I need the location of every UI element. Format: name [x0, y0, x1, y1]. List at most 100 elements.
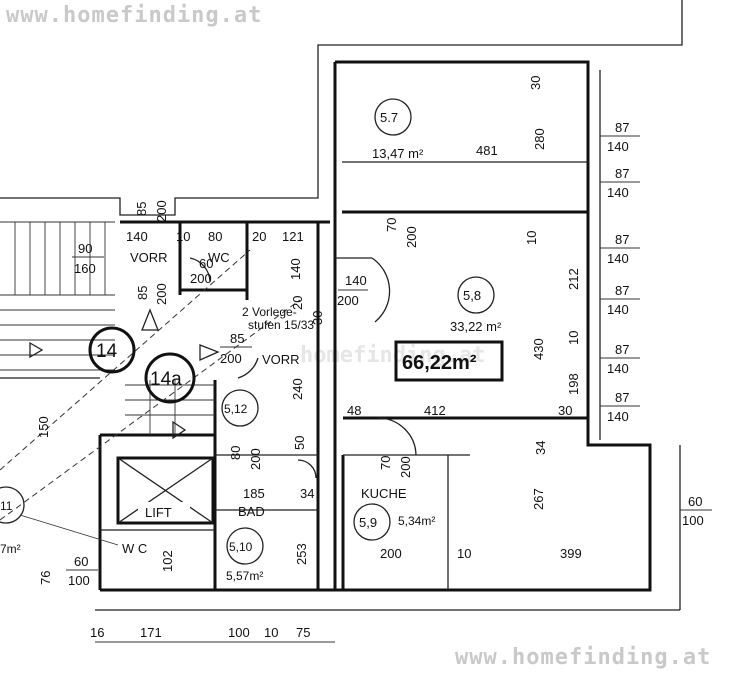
fraction-bottom: 140	[607, 251, 629, 266]
dim-121: 121	[282, 229, 304, 244]
dim-481: 481	[476, 143, 498, 158]
dim-200-top: 200	[154, 200, 169, 222]
dim-200-door: 200	[337, 293, 359, 308]
dim-75: 75	[296, 625, 310, 640]
fraction-top: 90	[78, 241, 92, 256]
room-5-12-number: 5,12	[224, 402, 248, 416]
door-swings	[189, 257, 417, 479]
dim-85-top: 85	[134, 202, 149, 216]
dim-280: 280	[532, 128, 547, 150]
fraction-top: 60	[688, 494, 702, 509]
fraction-top: 60	[74, 554, 88, 569]
dim-70-door: 70	[384, 218, 399, 232]
kitchen-name: KUCHE	[361, 486, 407, 501]
steps-note-line2: stufen 15/33	[248, 318, 314, 332]
arrow-marker-icon	[29, 341, 44, 359]
dim-200-kitchen: 200	[380, 546, 402, 561]
dim-10-vorr: 10	[176, 229, 190, 244]
dim-399: 399	[560, 546, 582, 561]
interior-walls	[0, 220, 588, 590]
dim-60-wc: 60	[199, 256, 213, 271]
triangle-marker-icon	[141, 308, 159, 331]
total-area: 66,22m²	[402, 352, 477, 374]
vorraum-name-lower: VORR	[262, 352, 300, 367]
room-14-number: 14	[96, 341, 118, 362]
dim-430: 430	[531, 338, 546, 360]
dim-30-v: 30	[310, 311, 325, 325]
dim-100: 100	[228, 625, 250, 640]
fraction-bottom: 140	[607, 185, 629, 200]
fraction-top: 87	[615, 120, 629, 135]
fraction-top: 87	[615, 232, 629, 247]
dim-10-bottom: 10	[264, 625, 278, 640]
dim-10-kitchen: 10	[457, 546, 471, 561]
fraction-bottom: 140	[607, 361, 629, 376]
dim-140-door: 140	[345, 273, 367, 288]
fraction-top: 87	[615, 166, 629, 181]
dimension-labels: 481 412 48 30 399 200 10 140 200 140 10 …	[90, 143, 582, 643]
arrow-marker-icon	[199, 344, 220, 362]
room-5-9-number: 5,9	[359, 515, 377, 530]
dim-171: 171	[140, 625, 162, 640]
dim-212: 212	[566, 268, 581, 290]
watermark-center: homefinding.at	[300, 343, 485, 368]
fraction-bottom: 100	[682, 513, 704, 528]
staircase	[0, 221, 301, 521]
room-markers: 5.7 5,8 5,9 5,10 5,12 11 14 14a	[0, 98, 495, 565]
wc-name-upper: WC	[208, 250, 230, 265]
room-11-area: 7m²	[0, 542, 21, 556]
dim-200-door-v: 200	[404, 226, 419, 248]
dim-200-kitchen-v: 200	[398, 456, 413, 478]
arrow-marker-icon	[172, 420, 187, 440]
dim-200-stair: 200	[154, 283, 169, 305]
dim-200-bath: 200	[248, 448, 263, 470]
room-5-8-area: 33,22 m²	[450, 319, 502, 334]
dim-76: 76	[38, 571, 53, 585]
total-area-box	[394, 340, 504, 382]
fraction-bottom: 140	[607, 139, 629, 154]
room-5-9-area: 5,34m²	[398, 514, 435, 528]
dim-102: 102	[160, 550, 175, 572]
dim-267: 267	[531, 488, 546, 510]
dim-48: 48	[347, 403, 361, 418]
dim-20: 20	[252, 229, 266, 244]
dim-70-kitchen: 70	[378, 456, 393, 470]
fraction-bottom: 140	[607, 409, 629, 424]
fraction-top: 87	[615, 283, 629, 298]
fraction-bottom: 140	[607, 302, 629, 317]
room-14a-number: 14a	[150, 369, 182, 390]
dim-200-vorr: 200	[220, 351, 242, 366]
dim-16: 16	[90, 625, 104, 640]
dim-85-vorr: 85	[230, 331, 244, 346]
watermark-bottom: www.homefinding.at	[455, 645, 711, 670]
dim-140-vorr: 140	[126, 229, 148, 244]
dim-240: 240	[290, 378, 305, 400]
vorraum-name-upper: VORR	[130, 250, 168, 265]
dim-80-bath: 80	[228, 446, 243, 460]
dim-85-stair: 85	[135, 286, 150, 300]
room-11-number: 11	[0, 499, 13, 513]
bath-name: BAD	[238, 504, 265, 519]
dim-10-window: 10	[566, 331, 581, 345]
watermark-top: www.homefinding.at	[6, 3, 262, 28]
dim-198: 198	[566, 373, 581, 395]
dim-30-lower: 30	[558, 403, 572, 418]
fraction-top: 87	[615, 342, 629, 357]
window-dimensions: 87 140 87 140 87 140 87 140 87 140 87 14…	[66, 120, 712, 588]
steps-note-line1: 2 Vorlege-	[242, 305, 297, 319]
outer-walls	[0, 0, 683, 611]
room-5-7-number: 5.7	[380, 110, 398, 125]
fraction-top: 87	[615, 390, 629, 405]
room-5-7-area: 13,47 m²	[372, 146, 424, 161]
room-5-8-number: 5,8	[463, 288, 481, 303]
dim-150: 150	[36, 416, 51, 438]
dim-30-top: 30	[528, 76, 543, 90]
dim-140-v: 140	[288, 258, 303, 280]
dim-185: 185	[243, 486, 265, 501]
lift-shaft: LIFT	[116, 456, 215, 525]
dim-34-bath: 34	[300, 486, 314, 501]
room-5-10-number: 5,10	[229, 540, 253, 554]
fraction-bottom: 160	[74, 261, 96, 276]
room-5-10-area: 5,57m²	[226, 569, 263, 583]
